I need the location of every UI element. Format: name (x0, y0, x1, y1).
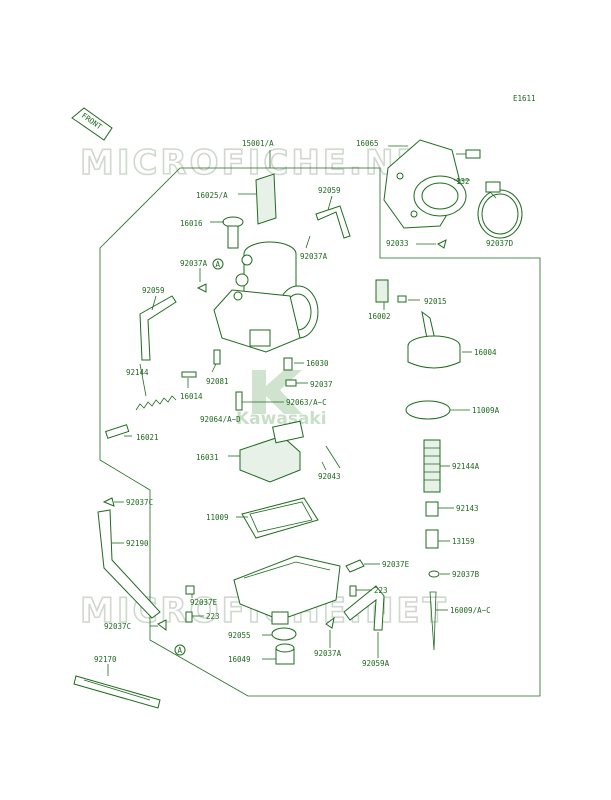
carburetor-body (213, 241, 319, 353)
label-16031: 16031 (196, 453, 219, 462)
label-92144: 92144 (126, 368, 149, 377)
label-92037c-bottom: 92037C (104, 622, 131, 631)
label-16002: 16002 (368, 312, 391, 321)
brand-text: Kawasaki (236, 409, 327, 429)
spring (135, 395, 177, 411)
diagram-code: E1611 (513, 94, 536, 103)
label-16016: 16016 (180, 219, 203, 228)
label-92037a-bottom: 92037A (314, 649, 342, 658)
label-92143: 92143 (456, 504, 479, 513)
label-92064: 92064/A~D (200, 415, 241, 424)
front-arrow-icon: FRONT (71, 107, 113, 141)
label-11009a: 11009A (472, 406, 500, 415)
label-92059-left: 92059 (142, 286, 165, 295)
o-ring-small (271, 627, 297, 641)
label-16030: 16030 (306, 359, 329, 368)
svg-text:A: A (216, 260, 221, 269)
label-16065: 16065 (356, 139, 379, 148)
bolt (456, 149, 481, 159)
label-92037a-left: 92037A (180, 259, 208, 268)
label-92037c-top: 92037C (126, 498, 153, 507)
label-16004: 16004 (474, 348, 497, 357)
label-16025-a: 16025/A (196, 191, 228, 200)
gasket (241, 497, 319, 539)
label-16049: 16049 (228, 655, 251, 664)
label-92037: 92037 (310, 380, 333, 389)
throttle-valve (222, 216, 244, 249)
long-hose-left (139, 295, 177, 361)
label-223-left: 223 (206, 612, 220, 621)
label-92043: 92043 (318, 472, 341, 481)
top-cap (255, 173, 277, 225)
label-13159: 13159 (452, 537, 475, 546)
label-92055: 92055 (228, 631, 251, 640)
label-15001-a: 15001/A (242, 139, 274, 148)
label-92037a-top: 92037A (300, 252, 328, 261)
short-hose-top (315, 205, 351, 239)
callout-a-bottom: A (174, 644, 186, 656)
label-92081: 92081 (206, 377, 229, 386)
label-92033: 92033 (386, 239, 409, 248)
label-92037b: 92037B (452, 570, 480, 579)
label-132: 132 (456, 177, 470, 186)
label-223-right: 223 (374, 586, 388, 595)
label-92015: 92015 (424, 297, 447, 306)
float-bowl-cap (407, 310, 461, 369)
holder-strap (73, 675, 161, 709)
needle (429, 591, 437, 651)
vent-hose (97, 509, 161, 619)
label-92063: 92063/A~C (286, 398, 327, 407)
label-92037d: 92037D (486, 239, 514, 248)
label-92037e-left: 92037E (190, 598, 218, 607)
label-16009: 16009/A~C (450, 606, 491, 615)
pilot-jet (425, 501, 439, 549)
float-chamber (233, 555, 341, 625)
hose-clamp (477, 181, 523, 239)
needle-spring (423, 439, 441, 493)
label-92170: 92170 (94, 655, 117, 664)
drain-plug (275, 643, 295, 665)
label-11009: 11009 (206, 513, 229, 522)
label-92144a: 92144A (452, 462, 480, 471)
label-92059-top: 92059 (318, 186, 341, 195)
hose-bottom-right (343, 585, 385, 631)
watermark-top: MICROFICHE.NET (80, 143, 449, 183)
callout-a-top: A (212, 258, 224, 270)
label-16021: 16021 (136, 433, 159, 442)
label-92059a: 92059A (362, 659, 390, 668)
label-92190: 92190 (126, 539, 149, 548)
choke-plunger (375, 279, 407, 303)
o-ring (405, 400, 451, 420)
label-16014: 16014 (180, 392, 203, 401)
label-92037e-right: 92037E (382, 560, 410, 569)
intake-manifold (383, 139, 467, 229)
svg-text:A: A (178, 646, 183, 655)
float (239, 420, 304, 483)
